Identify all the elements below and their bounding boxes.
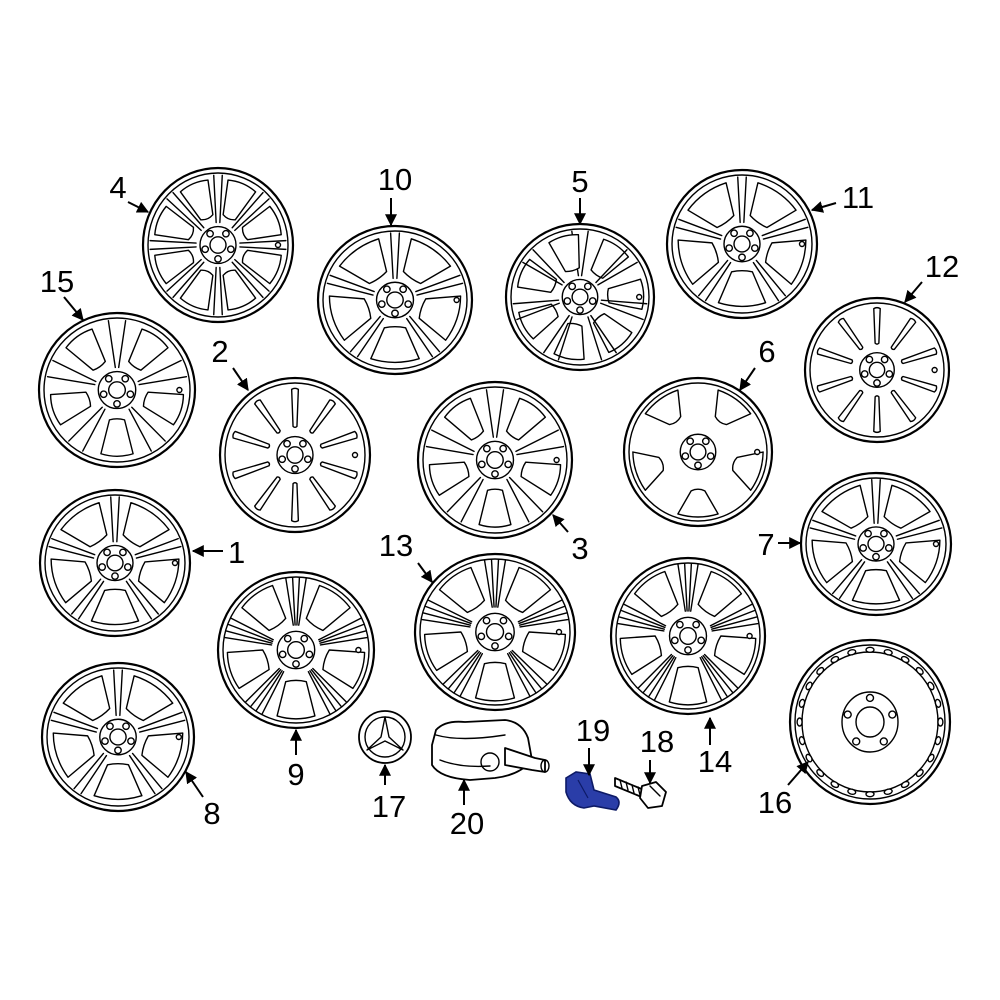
callout-label[interactable]: 15	[40, 264, 74, 299]
callout-10: 10	[378, 162, 412, 227]
callout-label[interactable]: 19	[576, 713, 610, 748]
callout-label[interactable]: 9	[287, 757, 304, 792]
callout-15: 15	[40, 264, 84, 321]
wheel-5[interactable]	[504, 222, 656, 372]
callout-label[interactable]: 1	[228, 535, 245, 570]
wheel-15[interactable]	[37, 311, 197, 469]
callout-arrow	[810, 201, 837, 213]
wheel-group	[37, 166, 953, 813]
callout-4: 4	[109, 170, 150, 213]
wheel-11[interactable]	[665, 168, 819, 320]
callout-arrow	[63, 296, 84, 321]
callout-13: 13	[379, 528, 433, 583]
callout-label[interactable]: 17	[372, 789, 406, 824]
callout-arrow	[787, 761, 809, 786]
callout-arrow	[127, 201, 150, 213]
wheel-14[interactable]	[609, 556, 767, 716]
callout-16: 16	[758, 761, 809, 820]
part-20-tpms-sensor[interactable]	[431, 719, 550, 781]
small-parts-group	[358, 710, 667, 811]
callout-label[interactable]: 2	[211, 334, 228, 369]
callout-arrow	[739, 367, 756, 391]
callout-18: 18	[640, 724, 674, 785]
wheel-2[interactable]	[218, 376, 372, 534]
wheel-1[interactable]	[38, 488, 192, 638]
wheel-13[interactable]	[413, 552, 577, 712]
callout-20: 20	[450, 778, 484, 841]
part-19-valve-stem[interactable]	[565, 771, 620, 811]
callout-label[interactable]: 7	[757, 527, 774, 562]
wheel-12[interactable]	[803, 296, 951, 444]
wheel-16[interactable]	[788, 638, 952, 806]
callout-label[interactable]: 8	[203, 796, 220, 831]
callout-3: 3	[552, 514, 589, 566]
callout-label[interactable]: 3	[571, 531, 588, 566]
callout-6: 6	[739, 334, 776, 391]
callout-label[interactable]: 16	[758, 785, 792, 820]
callout-arrow	[417, 562, 433, 583]
callout-label[interactable]: 13	[379, 528, 413, 563]
part-17-emblem[interactable]	[358, 710, 412, 764]
wheel-8[interactable]	[40, 661, 196, 813]
callout-label[interactable]: 12	[925, 249, 959, 284]
callout-1: 1	[191, 535, 245, 570]
callout-19: 19	[576, 713, 610, 777]
callout-8: 8	[185, 771, 221, 831]
wheel-4[interactable]	[141, 166, 295, 324]
callout-11: 11	[810, 180, 874, 215]
wheel-10[interactable]	[316, 224, 474, 376]
callout-14: 14	[698, 716, 732, 779]
callout-label[interactable]: 11	[842, 180, 874, 215]
wheel-6[interactable]	[622, 376, 774, 528]
callout-label[interactable]: 10	[378, 162, 412, 197]
callout-arrow	[232, 367, 249, 391]
callout-label[interactable]: 6	[758, 334, 775, 369]
part-18-wheel-bolt[interactable]	[614, 777, 667, 809]
callout-5: 5	[571, 164, 589, 226]
callout-7: 7	[757, 527, 802, 562]
callout-label[interactable]: 18	[640, 724, 674, 759]
callout-label[interactable]: 20	[450, 806, 484, 841]
wheel-3[interactable]	[416, 380, 574, 540]
callout-12: 12	[904, 249, 959, 303]
wheel-7[interactable]	[799, 471, 953, 617]
callout-label[interactable]: 5	[571, 164, 588, 199]
callout-arrow	[552, 514, 569, 533]
callout-2: 2	[211, 334, 249, 391]
wheel-9[interactable]	[216, 570, 376, 730]
callout-9: 9	[287, 728, 305, 792]
callout-17: 17	[372, 763, 406, 824]
callout-arrow	[185, 771, 204, 798]
callout-arrow	[904, 281, 923, 303]
callout-label[interactable]: 4	[109, 170, 126, 205]
callout-label[interactable]: 14	[698, 744, 732, 779]
